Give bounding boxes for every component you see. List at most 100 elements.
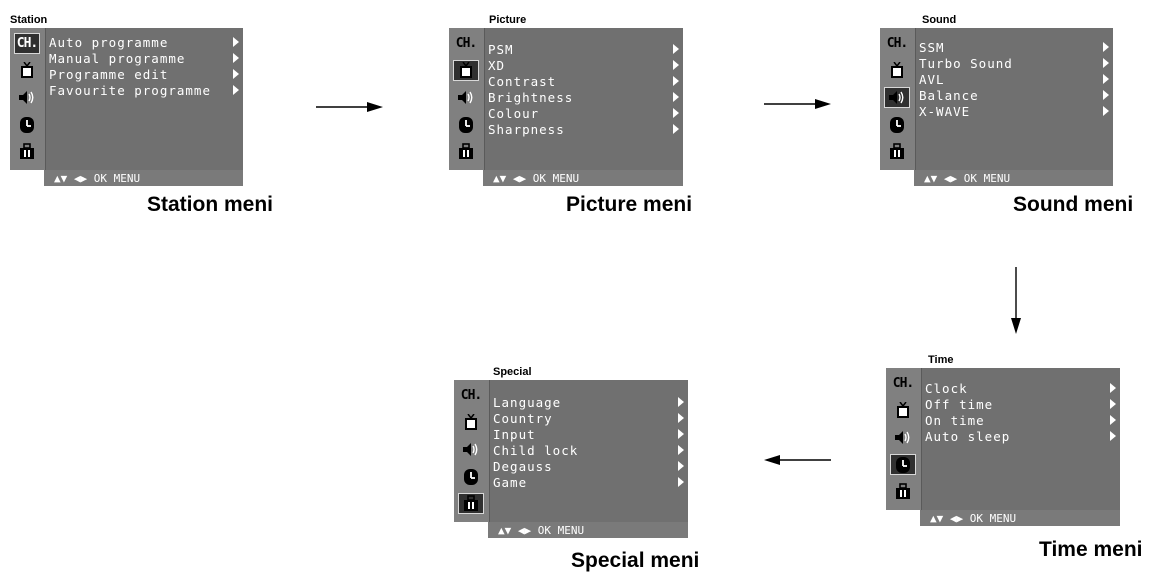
submenu-arrow-icon: [678, 397, 684, 407]
arrow-station-to-picture: [316, 102, 383, 112]
menu-item[interactable]: AVL: [919, 71, 1109, 87]
submenu-arrow-icon: [673, 76, 679, 86]
speaker-icon[interactable]: [15, 88, 39, 107]
picture-menu-footer: ▲▼ ◀▶ OK MENU: [483, 170, 683, 186]
arrow-sound-to-time: [1011, 267, 1021, 334]
ch-icon[interactable]: CH.: [459, 386, 483, 405]
time-menu-caption: Time meni: [1039, 538, 1143, 561]
icon-rail: CH.: [449, 28, 485, 170]
submenu-arrow-icon: [678, 445, 684, 455]
submenu-arrow-icon: [1110, 383, 1116, 393]
ch-icon[interactable]: CH.: [454, 34, 478, 53]
menu-item-label: Turbo Sound: [919, 55, 1013, 71]
menu-item-label: Child lock: [493, 442, 579, 458]
menu-item[interactable]: Clock: [925, 380, 1116, 396]
submenu-arrow-icon: [673, 44, 679, 54]
submenu-arrow-icon: [673, 108, 679, 118]
menu-item[interactable]: Child lock: [493, 442, 684, 458]
menu-item-label: Input: [493, 426, 536, 442]
menu-item[interactable]: Input: [493, 426, 684, 442]
menu-item[interactable]: PSM: [488, 41, 679, 57]
speaker-icon[interactable]: [891, 428, 915, 447]
special-menu-caption: Special meni: [571, 549, 700, 572]
menu-item[interactable]: Favourite programme: [49, 82, 239, 98]
menu-item[interactable]: Contrast: [488, 73, 679, 89]
arrow-picture-to-sound: [764, 99, 831, 109]
briefcase-icon[interactable]: [454, 142, 478, 161]
menu-item[interactable]: Balance: [919, 87, 1109, 103]
submenu-arrow-icon: [1110, 415, 1116, 425]
icon-rail: CH.: [886, 368, 922, 510]
speaker-icon[interactable]: [459, 440, 483, 459]
briefcase-icon[interactable]: [891, 482, 915, 501]
menu-item-label: Brightness: [488, 89, 574, 105]
menu-item-label: Auto sleep: [925, 428, 1011, 444]
menu-item-label: Sharpness: [488, 121, 565, 137]
menu-item-label: On time: [925, 412, 985, 428]
clock-icon[interactable]: [890, 454, 916, 475]
menu-item[interactable]: Auto programme: [49, 34, 239, 50]
clock-icon[interactable]: [459, 467, 483, 486]
menu-item[interactable]: Off time: [925, 396, 1116, 412]
submenu-arrow-icon: [673, 124, 679, 134]
tv-icon[interactable]: [453, 60, 479, 81]
ch-icon-label: CH.: [886, 36, 909, 51]
ch-icon[interactable]: CH.: [885, 34, 909, 53]
menu-item[interactable]: Sharpness: [488, 121, 679, 137]
submenu-arrow-icon: [233, 69, 239, 79]
submenu-arrow-icon: [233, 85, 239, 95]
submenu-arrow-icon: [1110, 399, 1116, 409]
tv-icon[interactable]: [891, 401, 915, 420]
tv-icon[interactable]: [459, 413, 483, 432]
tv-icon[interactable]: [885, 61, 909, 80]
submenu-arrow-icon: [1103, 58, 1109, 68]
clock-icon[interactable]: [15, 115, 39, 134]
clock-icon[interactable]: [885, 115, 909, 134]
menu-item[interactable]: XD: [488, 57, 679, 73]
speaker-icon[interactable]: [454, 88, 478, 107]
clock-icon[interactable]: [454, 115, 478, 134]
ch-icon-label: CH.: [455, 36, 478, 51]
menu-item[interactable]: X-WAVE: [919, 103, 1109, 119]
speaker-icon[interactable]: [884, 87, 910, 108]
menu-item[interactable]: Brightness: [488, 89, 679, 105]
briefcase-icon[interactable]: [15, 142, 39, 161]
menu-item-label: PSM: [488, 41, 514, 57]
menu-item-label: Clock: [925, 380, 968, 396]
menu-item[interactable]: Colour: [488, 105, 679, 121]
picture-menu-title: Picture: [489, 14, 527, 26]
briefcase-icon[interactable]: [458, 493, 484, 514]
menu-item-label: Auto programme: [49, 34, 169, 50]
menu-item[interactable]: Language: [493, 394, 684, 410]
menu-item-label: Language: [493, 394, 562, 410]
menu-item[interactable]: On time: [925, 412, 1116, 428]
menu-item[interactable]: Auto sleep: [925, 428, 1116, 444]
menu-item[interactable]: Programme edit: [49, 66, 239, 82]
menu-item[interactable]: Turbo Sound: [919, 55, 1109, 71]
ch-icon[interactable]: CH.: [14, 33, 40, 54]
ch-icon-label: CH.: [892, 376, 915, 391]
menu-item[interactable]: Degauss: [493, 458, 684, 474]
menu-item[interactable]: Game: [493, 474, 684, 490]
menu-item[interactable]: Manual programme: [49, 50, 239, 66]
submenu-arrow-icon: [673, 92, 679, 102]
tv-icon[interactable]: [15, 61, 39, 80]
ch-icon[interactable]: CH.: [891, 374, 915, 393]
menu-item[interactable]: Country: [493, 410, 684, 426]
sound-menu-title: Sound: [922, 14, 957, 26]
submenu-arrow-icon: [233, 37, 239, 47]
menu-item[interactable]: SSM: [919, 39, 1109, 55]
briefcase-icon[interactable]: [885, 142, 909, 161]
menu-item-label: Game: [493, 474, 528, 490]
arrow-time-to-special: [764, 455, 831, 465]
ch-icon-label: CH.: [460, 388, 483, 403]
station-menu-title: Station: [10, 14, 48, 26]
